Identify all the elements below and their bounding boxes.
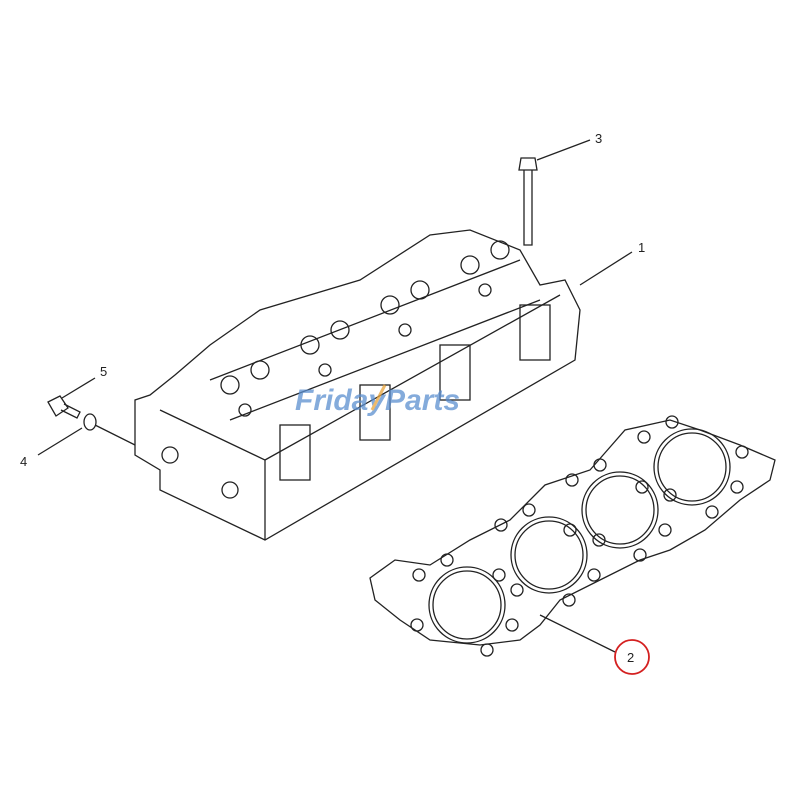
valve-port (380, 295, 400, 315)
cylinder-bore (653, 428, 731, 506)
valve-port (478, 283, 492, 297)
cylinder-bore (428, 566, 506, 644)
gasket-hole (510, 583, 524, 597)
gasket-hole (665, 415, 679, 429)
cylinder-bore (581, 471, 659, 549)
valve-port (330, 320, 350, 340)
gasket-hole (658, 523, 672, 537)
cylinder-head (134, 229, 581, 541)
valve-port (460, 255, 480, 275)
cylinder-bore-inner (585, 475, 655, 545)
gasket-hole (505, 618, 519, 632)
port-opening (439, 344, 471, 401)
valve-port (410, 280, 430, 300)
port-opening (359, 384, 391, 441)
gasket-hole (587, 568, 601, 582)
valve-port (490, 240, 510, 260)
port-opening (279, 424, 311, 481)
cylinder-bore-inner (432, 570, 502, 640)
gasket-hole (633, 548, 647, 562)
bolt-and-washer (37, 377, 136, 456)
valve-port (318, 363, 332, 377)
valve-port (238, 403, 252, 417)
gasket-hole (593, 458, 607, 472)
gasket-hole (480, 643, 494, 657)
gasket-hole (522, 503, 536, 517)
callout-5: 5 (100, 364, 107, 379)
watermark-logo: FridayParts (295, 384, 460, 417)
gasket-hole (440, 553, 454, 567)
cylinder-bore-inner (514, 520, 584, 590)
cylinder-bore-inner (657, 432, 727, 502)
gasket-hole (410, 618, 424, 632)
gasket-hole (565, 473, 579, 487)
head-gasket (369, 415, 776, 657)
callout-2: 2 (627, 650, 634, 665)
gasket-hole (562, 593, 576, 607)
valve-port (250, 360, 270, 380)
valve-port (398, 323, 412, 337)
gasket-hole (563, 523, 577, 537)
callout-4: 4 (20, 454, 27, 469)
gasket-hole (492, 568, 506, 582)
cylinder-bore (510, 516, 588, 594)
gasket-hole (635, 480, 649, 494)
callout-1: 1 (638, 240, 645, 255)
valve-port (300, 335, 320, 355)
head-bolt (518, 139, 591, 246)
gasket-hole (705, 505, 719, 519)
gasket-hole (494, 518, 508, 532)
gasket-hole (637, 430, 651, 444)
valve-port (220, 375, 240, 395)
gasket-hole (592, 533, 606, 547)
gasket-hole (412, 568, 426, 582)
callout-3: 3 (595, 131, 602, 146)
port-opening (519, 304, 551, 361)
gasket-hole (663, 488, 677, 502)
gasket-hole (730, 480, 744, 494)
gasket-hole (735, 445, 749, 459)
callout-2-highlight (614, 639, 650, 675)
